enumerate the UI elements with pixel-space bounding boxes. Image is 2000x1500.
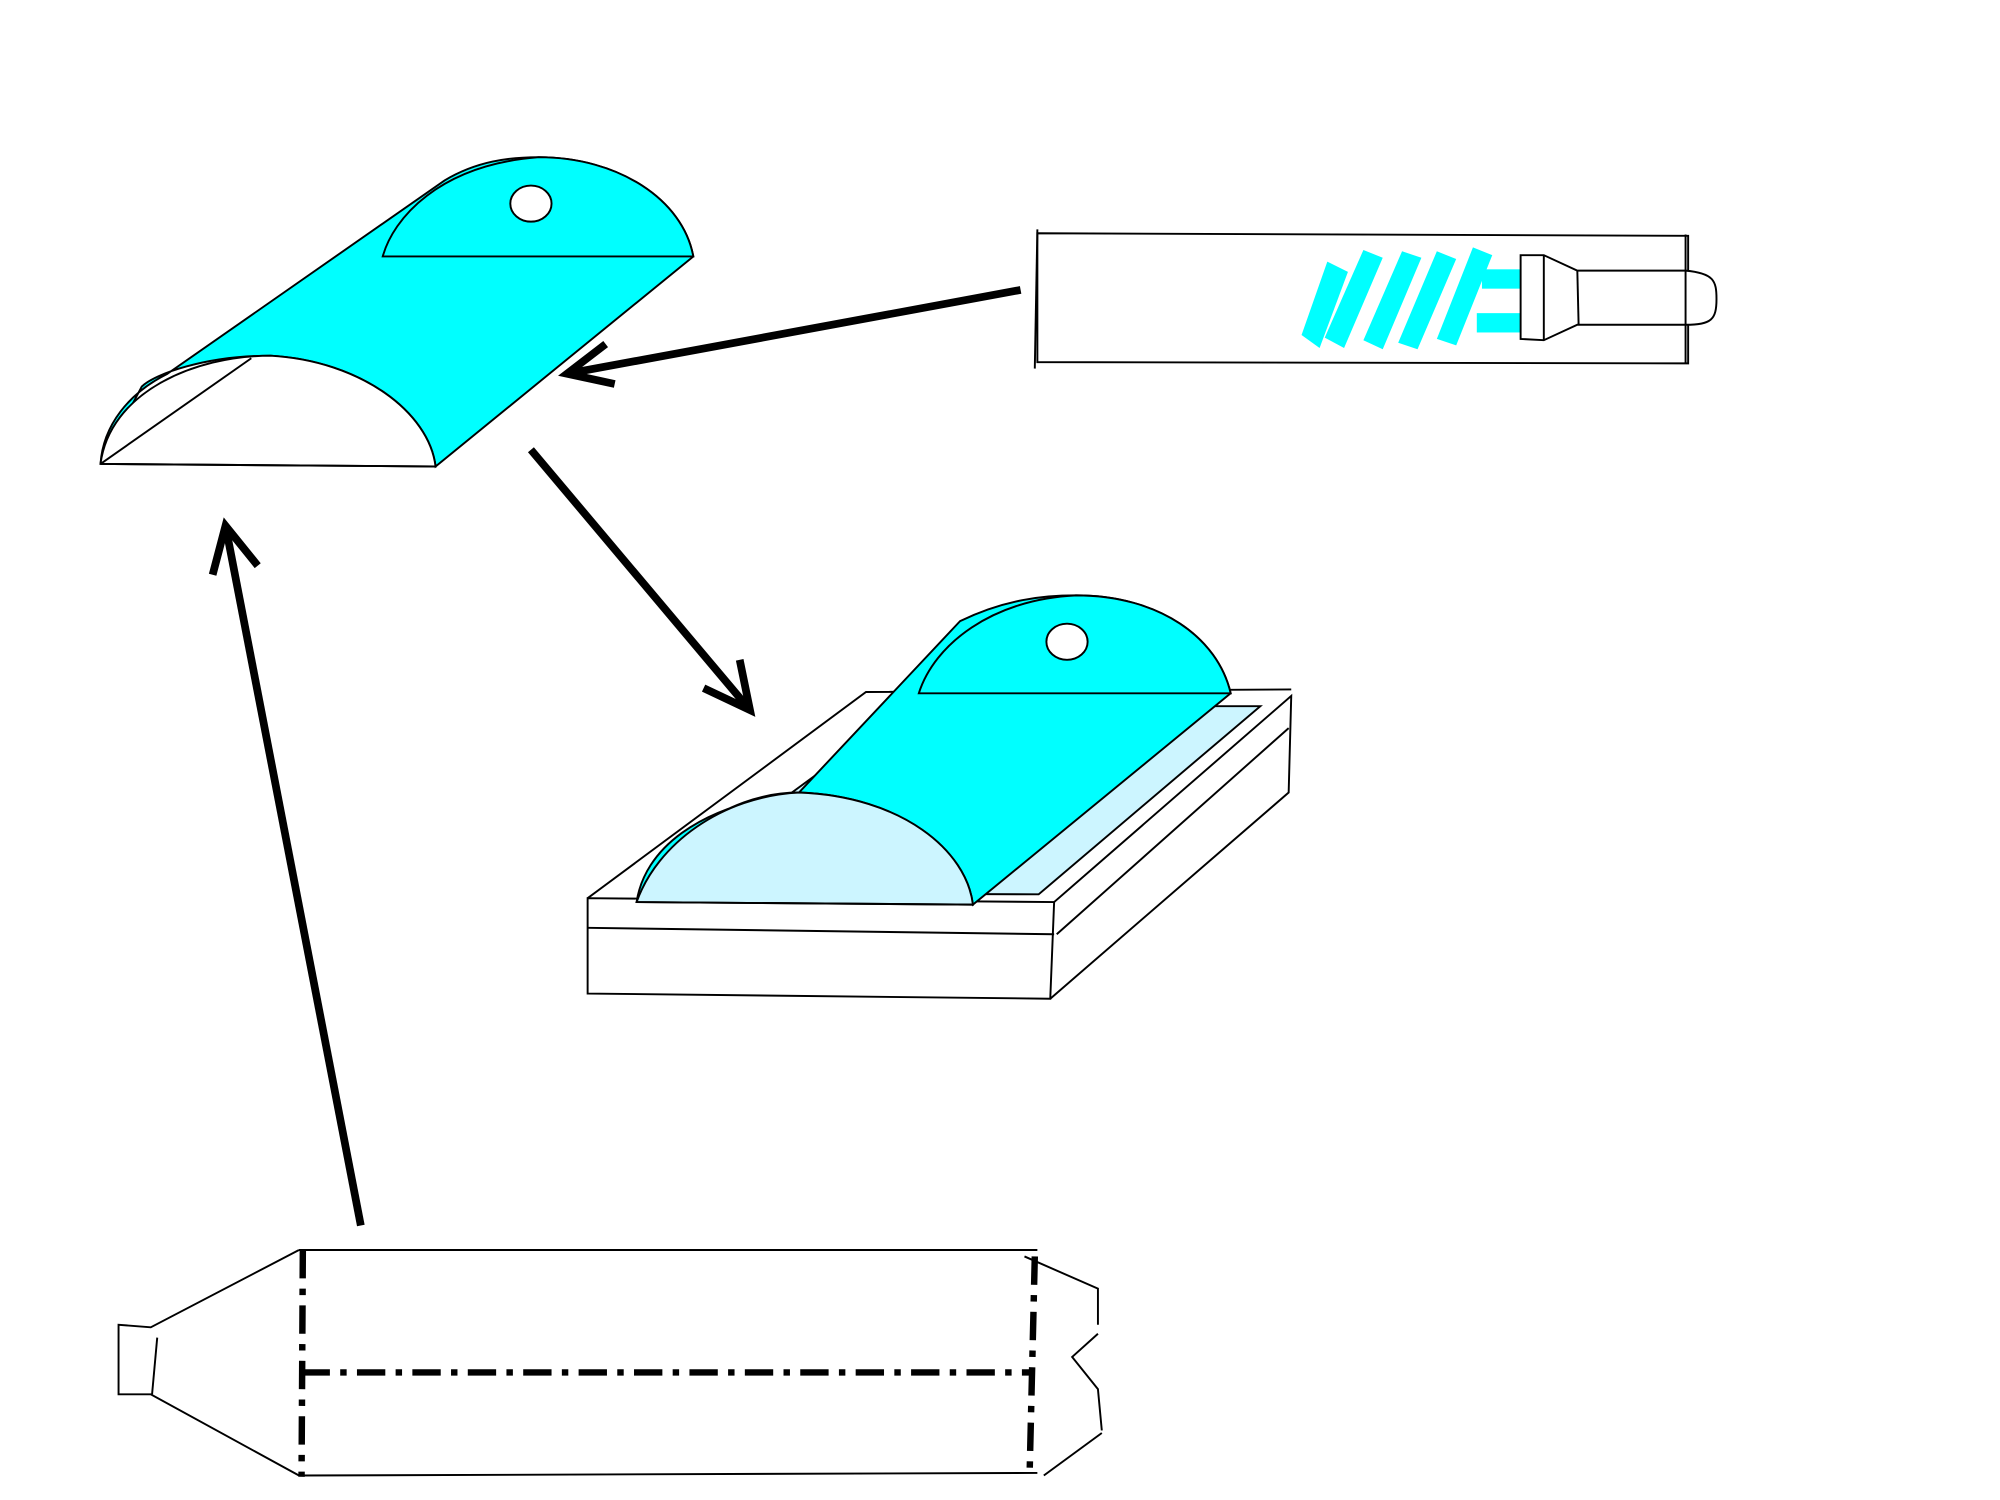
- flat-pattern: [117, 1249, 1103, 1477]
- arrow-shell-to-tray: [527, 447, 756, 717]
- arrows: [208, 286, 1022, 1227]
- half-cylinder-shell: [99, 156, 695, 469]
- arrow-pattern-to-shell: [208, 517, 365, 1227]
- arrow-to-shell-from-tube: [558, 286, 1022, 388]
- spring-coils: [1301, 247, 1521, 350]
- tube-with-spring: [1033, 229, 1718, 369]
- tray-with-cover: [586, 594, 1293, 1000]
